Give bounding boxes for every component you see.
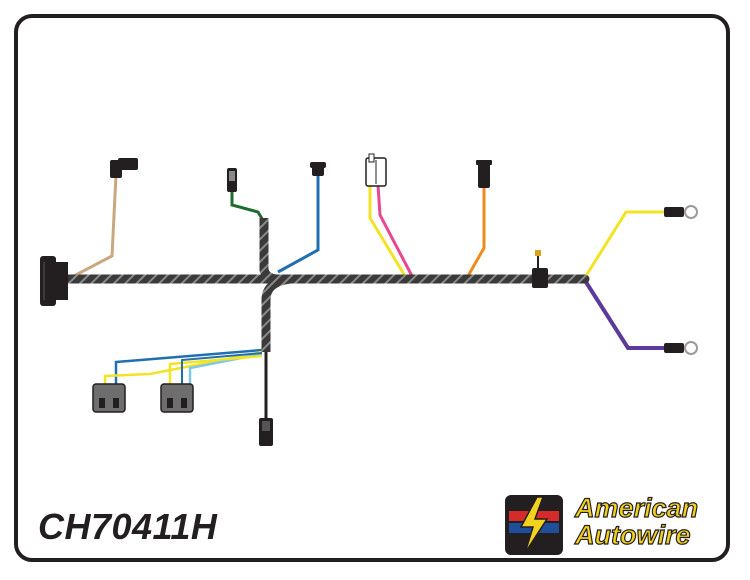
blue-wire-lower-2: [181, 352, 263, 386]
spade-connector-right-icon: [160, 383, 194, 413]
yellow-ring-wire: [582, 210, 680, 280]
bottom-connector-icon: [259, 418, 273, 446]
brand-line1: American: [574, 493, 699, 523]
green-wire: [230, 190, 266, 223]
part-number: CH70411H: [38, 506, 218, 547]
spade-connector-left-icon: [92, 383, 126, 413]
flag-terminal-icon: [532, 250, 548, 288]
orange-wire: [466, 186, 486, 277]
diagram-frame: [14, 14, 730, 562]
yellow-wire-lower-2: [168, 354, 263, 386]
tan-wire: [69, 174, 118, 280]
pink-wire: [376, 184, 414, 277]
barrel-connector-icon: [476, 160, 492, 188]
grommet-connector-icon: [310, 162, 326, 176]
terminal-block-connector-icon: [365, 153, 387, 187]
purple-ring-wire: [582, 277, 680, 350]
harness-branch-lower: [261, 274, 291, 352]
brand-name: American Autowire: [574, 493, 699, 550]
lightning-bolt-icon: [505, 495, 563, 555]
ring-terminal-lower-icon: [664, 341, 698, 355]
bullet-connector-icon: [227, 168, 237, 192]
blue-wire: [277, 175, 320, 274]
brand-line2: Autowire: [574, 520, 691, 550]
elbow-connector-icon: [110, 158, 138, 178]
bulkhead-connector-icon: [40, 256, 68, 306]
yellow-wire: [368, 185, 407, 277]
brand-logo: American Autowire: [503, 493, 725, 557]
harness-branch-upper: [259, 218, 277, 284]
ring-terminal-upper-icon: [664, 205, 698, 219]
yellow-wire-lower: [103, 350, 263, 386]
